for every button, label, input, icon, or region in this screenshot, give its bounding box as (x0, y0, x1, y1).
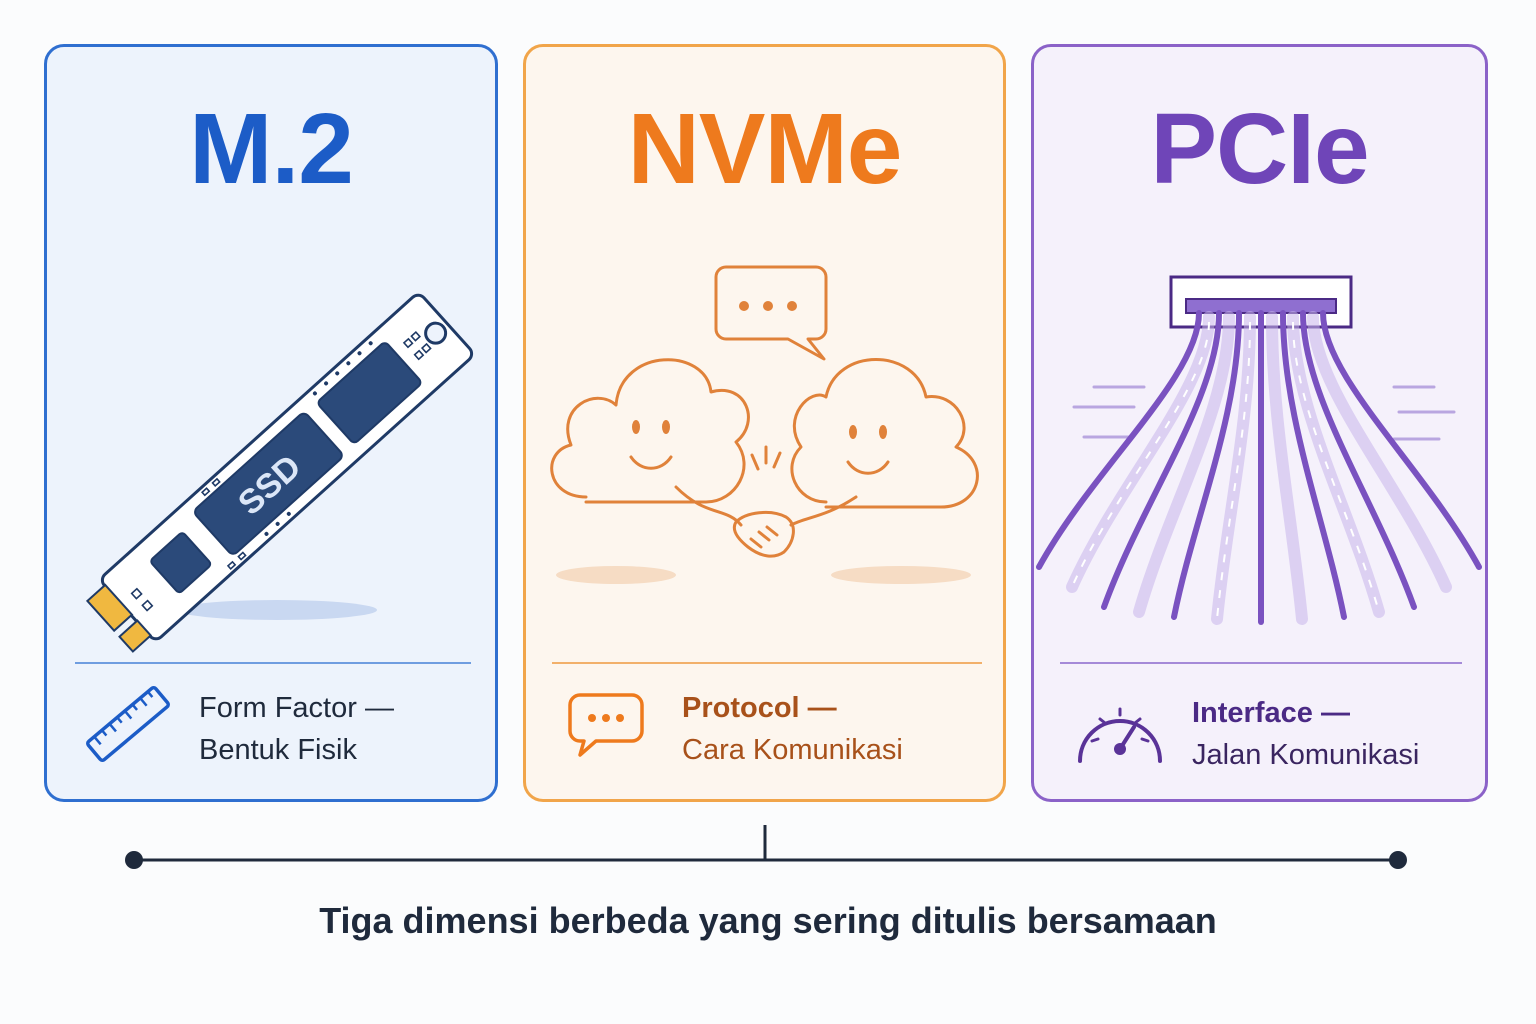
m2-caption: Form Factor — Bentuk Fisik (199, 687, 394, 771)
clouds-handshake-illustration (550, 265, 979, 584)
footer-caption: Tiga dimensi berbeda yang sering ditulis… (319, 900, 1217, 941)
nvme-divider (552, 662, 982, 664)
m2-caption-title: Form Factor — (199, 692, 394, 724)
pcie-caption: Interface — Jalan Komunikasi (1192, 692, 1419, 776)
m2-divider (75, 662, 471, 664)
card-m2: M.2 SSD (44, 44, 498, 802)
nvme-caption: Protocol — Cara Komunikasi (682, 687, 903, 771)
nvme-title: NVMe (627, 93, 903, 205)
speech-bubble-icon (568, 693, 644, 757)
pcie-title: PCIe (1150, 93, 1369, 205)
bracket-timeline (125, 825, 1407, 869)
nvme-caption-title: Protocol — (682, 692, 837, 724)
pcie-divider (1060, 662, 1462, 664)
card-nvme: NVMe (523, 44, 1006, 802)
nvme-caption-sub: Cara Komunikasi (682, 734, 903, 766)
ruler-icon (86, 686, 170, 762)
pcie-caption-title: Interface — (1192, 697, 1350, 729)
card-pcie: PCIe (1031, 44, 1488, 802)
m2-caption-sub: Bentuk Fisik (199, 734, 357, 766)
highway-lanes-illustration (1036, 275, 1482, 625)
speedometer-icon (1078, 707, 1162, 763)
m2-title: M.2 (189, 93, 354, 205)
ssd-stick-illustration: SSD (85, 293, 474, 653)
pcie-caption-sub: Jalan Komunikasi (1192, 739, 1420, 771)
